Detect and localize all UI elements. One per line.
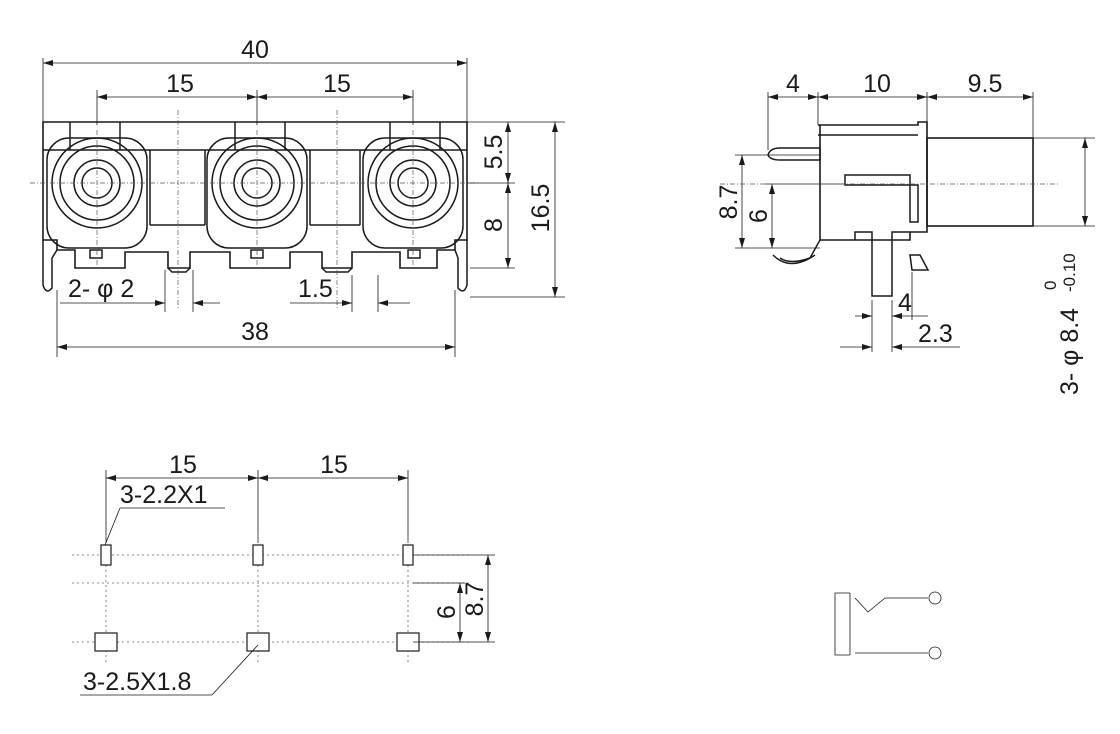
pcb-layout: 15 15 3-2.2X1 3-2.5X1.8 6 8.7 xyxy=(72,451,495,696)
dim-total-offset: 8.7 xyxy=(461,582,489,617)
dim-pitch-left: 15 xyxy=(166,70,194,98)
dim-post-offset: 2.3 xyxy=(918,320,953,348)
dim-pin-section: 4 xyxy=(786,70,800,98)
dim-center-height: 8.7 xyxy=(715,185,743,220)
callout-peg-holes: 2- φ 2 xyxy=(68,275,134,303)
dim-pcb-pitch-right: 15 xyxy=(320,451,348,479)
side-contact xyxy=(779,239,821,263)
dim-row-offset: 6 xyxy=(433,605,461,619)
tolerance-lower: -0.10 xyxy=(1060,253,1079,292)
dim-total-height: 16.5 xyxy=(527,184,555,233)
dim-pitch-right: 15 xyxy=(323,70,351,98)
callout-lower-pads: 3-2.5X1.8 xyxy=(83,668,191,696)
dim-lower-center: 6 xyxy=(745,209,773,223)
phone-jack-symbol xyxy=(834,591,942,660)
callout-upper-pads: 3-2.2X1 xyxy=(120,481,208,509)
callout-barrel-diameter: 3- φ 8.4 xyxy=(1056,308,1084,395)
dim-top-offset: 5.5 xyxy=(480,135,508,170)
side-housing xyxy=(818,121,928,241)
side-latch xyxy=(767,147,821,161)
front-pin xyxy=(407,249,421,259)
dim-pcb-pitch-left: 15 xyxy=(169,451,197,479)
dim-post-width: 4 xyxy=(898,289,912,317)
side-barrel xyxy=(926,137,1034,227)
front-body-outline xyxy=(42,121,468,269)
pcb-pad-lower xyxy=(94,632,118,652)
dim-barrel-length: 9.5 xyxy=(968,70,1003,98)
pcb-pad-upper xyxy=(100,544,112,566)
front-view: 40 15 15 xyxy=(30,36,565,357)
dim-pin-width: 1.5 xyxy=(298,275,333,303)
front-pin xyxy=(89,249,103,259)
dim-body-depth: 10 xyxy=(863,70,891,98)
pcb-pad-upper xyxy=(402,544,414,566)
side-view: 4 10 9.5 8.7 6 3- φ 8.4 0 xyxy=(715,70,1095,395)
left-peg xyxy=(42,240,58,292)
tolerance-upper: 0 xyxy=(1041,281,1060,290)
dim-overall-width: 40 xyxy=(241,36,269,64)
dim-lower-height: 8 xyxy=(480,218,508,232)
right-peg xyxy=(454,240,468,292)
pcb-pad-upper xyxy=(252,544,264,566)
dim-peg-spacing: 38 xyxy=(241,318,269,346)
pcb-pad-lower xyxy=(246,632,270,652)
